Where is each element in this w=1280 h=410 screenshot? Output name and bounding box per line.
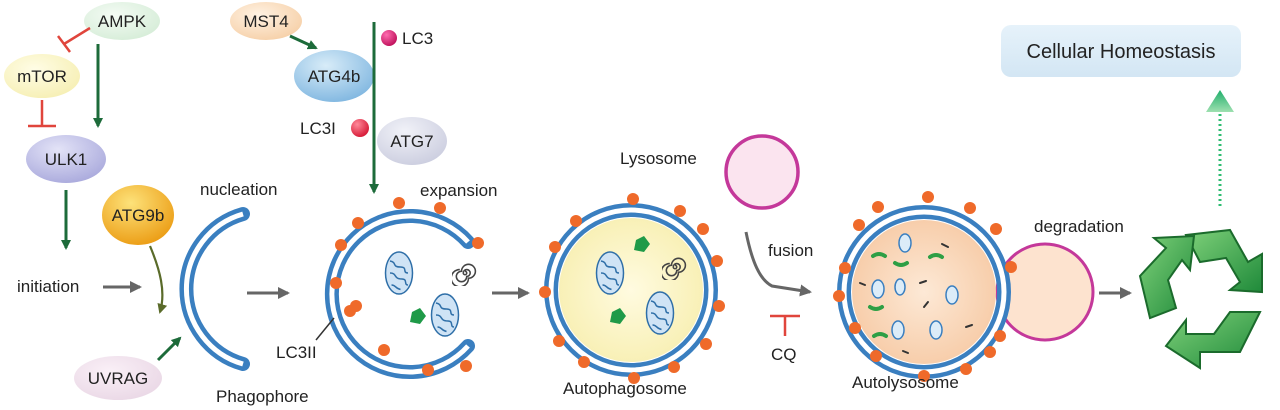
mitochondrion-icon (645, 291, 675, 335)
ampk-label: AMPK (98, 12, 147, 31)
autophagosome-label: Autophagosome (563, 379, 687, 398)
mst4-node: MST4 (230, 2, 302, 40)
uvrag-node: UVRAG (74, 356, 162, 400)
atg9b-label: ATG9b (112, 206, 165, 225)
uvrag-to-phagophore-arrow (156, 336, 182, 362)
mtor-node: mTOR (4, 54, 80, 98)
autophagosome (539, 193, 725, 384)
atg4b-node: ATG4b (294, 50, 374, 102)
lc3ii-pointer (315, 317, 335, 341)
lysosome-label: Lysosome (620, 149, 697, 168)
degraded-fragments (868, 252, 944, 338)
cargo-protein-icon (610, 308, 626, 324)
initiation-label: initiation (17, 277, 79, 296)
cargo-spiral-icon (452, 263, 477, 286)
degrading-vesicles (871, 233, 959, 340)
autolysosome-label: Autolysosome (852, 373, 959, 392)
lysosome (724, 134, 800, 210)
atg7-label: ATG7 (390, 132, 433, 151)
mitochondrion-icon (595, 251, 625, 295)
lc3ii-dots (833, 191, 1017, 382)
mitochondrion-icon (384, 251, 414, 295)
nucleation-label: nucleation (200, 180, 278, 199)
phagophore (179, 207, 250, 371)
cq-label: CQ (771, 345, 797, 364)
lc3i-dot (351, 119, 369, 137)
phagophore-label: Phagophore (216, 387, 309, 406)
lc3i-label: LC3I (300, 119, 336, 138)
atg7-node: ATG7 (377, 117, 447, 165)
lc3-label: LC3 (402, 29, 433, 48)
mitochondrion-icon (430, 293, 460, 337)
mst4-activates-atg4b-arrow (289, 34, 318, 50)
cellular-homeostasis-box: Cellular Homeostasis (1001, 25, 1241, 77)
fusion-arrow (744, 231, 812, 297)
upward-arrow (1206, 90, 1234, 206)
expanding-phagophore (324, 197, 484, 379)
fused-lysosome (995, 242, 1095, 342)
ulk1-node: ULK1 (26, 135, 106, 183)
mtor-label: mTOR (17, 67, 67, 86)
fusion-label: fusion (768, 241, 813, 260)
ampk-inhibits-mtor (57, 26, 91, 53)
cargo-protein-icon (410, 308, 426, 324)
expansion-label: expansion (420, 181, 498, 200)
lc3ii-label: LC3II (276, 343, 317, 362)
degraded-debris (859, 243, 973, 354)
mst4-label: MST4 (243, 12, 288, 31)
atg4b-label: ATG4b (308, 67, 361, 86)
uvrag-label: UVRAG (88, 369, 148, 388)
degradation-label: degradation (1034, 217, 1124, 236)
lc3ii-dots (539, 193, 725, 384)
atg9b-to-phagophore-arrow (148, 245, 168, 314)
atg9b-node: ATG9b (102, 185, 174, 245)
ampk-node: AMPK (84, 2, 160, 40)
lc3-dot (381, 30, 397, 46)
homeostasis-label: Cellular Homeostasis (1027, 41, 1216, 63)
autolysosome (833, 191, 1095, 382)
lc3ii-dots (330, 197, 484, 376)
ulk1-label: ULK1 (45, 150, 88, 169)
mtor-inhibits-ulk1 (28, 100, 56, 128)
cargo-protein-icon (634, 236, 650, 252)
cq-inhibits-fusion (770, 314, 800, 336)
recycle-icon (1138, 228, 1263, 370)
